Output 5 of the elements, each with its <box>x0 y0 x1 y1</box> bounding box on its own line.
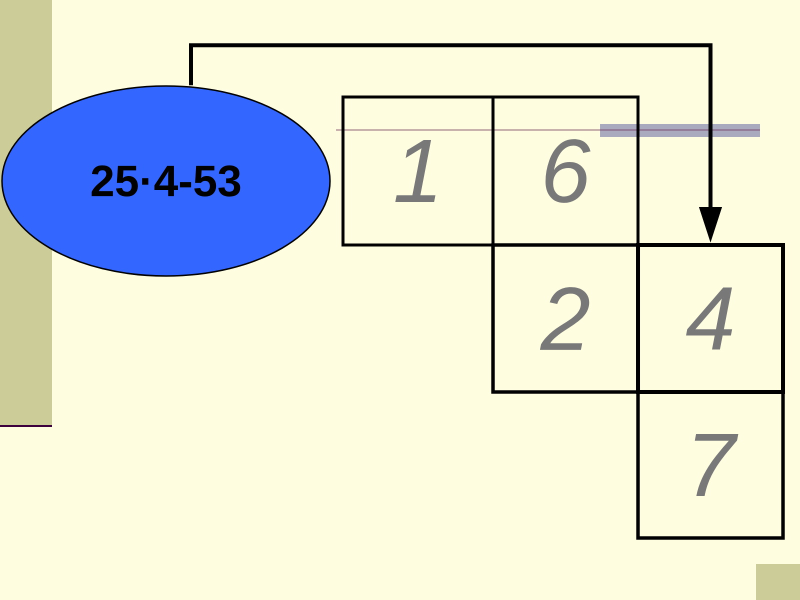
digit-cell: 7 <box>636 390 785 540</box>
digit-cell: 2 <box>491 243 640 394</box>
digit-cell: 1 <box>342 96 494 246</box>
digit-cell: 4 <box>636 243 785 394</box>
digit-cell: 6 <box>492 96 640 246</box>
